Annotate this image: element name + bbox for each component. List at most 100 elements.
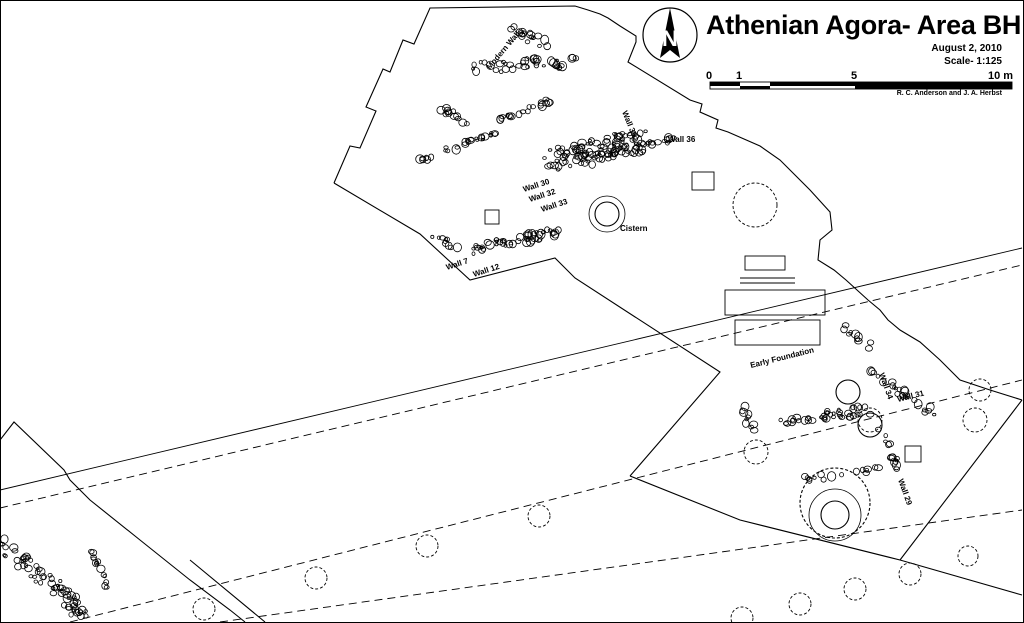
- stone: [451, 144, 461, 155]
- stone: [500, 59, 506, 65]
- stone: [748, 424, 755, 430]
- stone: [472, 67, 481, 76]
- stone: [515, 63, 523, 69]
- stone: [567, 53, 577, 63]
- label-wall-34: Wall 34: [877, 372, 895, 401]
- stone: [524, 56, 530, 62]
- stone: [494, 243, 499, 247]
- stone: [857, 411, 863, 417]
- stone: [537, 43, 542, 48]
- stone: [540, 34, 550, 46]
- stone: [839, 472, 844, 478]
- stone: [879, 377, 887, 387]
- map-scale: Scale- 1:125: [944, 56, 1002, 67]
- stone: [595, 153, 604, 163]
- stone: [526, 104, 532, 110]
- stone: [665, 139, 670, 146]
- stone: [13, 556, 21, 564]
- scale-tick-5: 5: [851, 70, 858, 82]
- stone: [612, 142, 617, 147]
- stone: [546, 161, 555, 169]
- stone: [922, 407, 928, 413]
- stone: [464, 121, 470, 127]
- stone: [602, 138, 611, 147]
- stone: [2, 553, 7, 557]
- stone: [60, 602, 68, 609]
- stone: [461, 137, 469, 146]
- stone: [94, 561, 99, 565]
- stone: [518, 31, 526, 40]
- stone: [889, 453, 897, 462]
- stone: [485, 240, 495, 250]
- inner-line: [189, 559, 266, 623]
- stone: [549, 161, 559, 170]
- stone: [611, 137, 621, 148]
- stone: [670, 135, 677, 141]
- label-early-foundation: Early Foundation: [749, 345, 815, 370]
- stone: [3, 553, 8, 559]
- stone: [62, 590, 72, 599]
- stone: [102, 574, 107, 579]
- stone: [505, 112, 510, 118]
- stone: [632, 133, 640, 140]
- stone: [854, 412, 861, 418]
- column-base-circle: [730, 606, 754, 623]
- stone: [443, 106, 452, 116]
- stone: [899, 391, 906, 400]
- stone: [846, 331, 852, 337]
- stone: [831, 414, 836, 420]
- stone: [572, 55, 580, 62]
- stone: [592, 139, 601, 147]
- stone: [562, 158, 569, 165]
- stone: [467, 136, 475, 143]
- scale-tick-0: 0: [706, 70, 713, 82]
- stone: [14, 563, 22, 571]
- stone: [578, 160, 585, 166]
- stone: [522, 238, 531, 248]
- stone: [58, 579, 63, 584]
- stone: [857, 404, 863, 411]
- stone: [39, 573, 47, 581]
- road-line-lower-2: [219, 509, 1023, 623]
- stone: [578, 143, 586, 150]
- stone: [826, 471, 837, 482]
- stone: [619, 131, 626, 136]
- stone: [821, 415, 828, 422]
- stone: [875, 373, 881, 379]
- stone: [90, 556, 97, 561]
- stone: [663, 136, 670, 143]
- stone: [873, 464, 883, 472]
- label-cistern: Cistern: [620, 224, 648, 233]
- stone: [68, 611, 74, 618]
- stone: [559, 145, 566, 152]
- column-base-circle: [968, 378, 992, 402]
- stone: [841, 322, 850, 329]
- stone: [911, 396, 918, 404]
- label-wall-36: Wall 36: [668, 135, 696, 144]
- stone: [854, 335, 860, 343]
- stone: [436, 105, 446, 115]
- stone: [559, 157, 567, 167]
- stone: [452, 242, 462, 253]
- north-letter: N: [662, 26, 678, 51]
- stone: [499, 114, 506, 120]
- stone: [33, 579, 38, 584]
- stone: [645, 140, 651, 147]
- stone: [745, 410, 753, 419]
- stone: [653, 139, 662, 146]
- stone: [454, 145, 460, 150]
- cistern-trench-outline: [333, 182, 721, 477]
- stone: [524, 39, 531, 45]
- stone: [510, 23, 518, 31]
- stone: [599, 143, 608, 150]
- stone: [883, 433, 888, 439]
- stone: [499, 69, 504, 74]
- stone: [517, 27, 527, 38]
- stone: [11, 548, 19, 554]
- stone: [501, 65, 510, 73]
- stone: [471, 251, 476, 256]
- stone: [65, 606, 72, 611]
- stone: [72, 599, 81, 606]
- stone: [530, 54, 540, 65]
- stone: [508, 239, 517, 249]
